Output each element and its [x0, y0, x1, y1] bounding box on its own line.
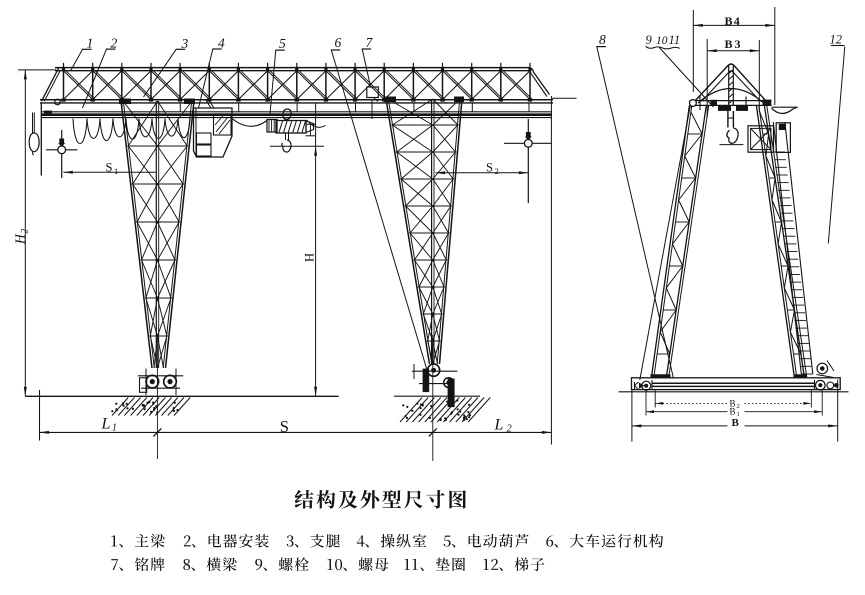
svg-text:B: B: [725, 37, 733, 51]
svg-text:1: 1: [87, 36, 94, 51]
svg-text:5: 5: [279, 36, 286, 51]
svg-text:B: B: [730, 407, 736, 417]
svg-text:10: 10: [656, 35, 668, 47]
svg-text:L: L: [101, 415, 111, 432]
svg-text:H: H: [13, 233, 28, 245]
svg-text:S: S: [280, 417, 289, 436]
svg-text:H: H: [303, 253, 317, 262]
svg-text:2: 2: [21, 229, 31, 234]
svg-text:8: 8: [599, 32, 606, 47]
svg-text:B: B: [732, 417, 740, 429]
svg-text:11: 11: [669, 33, 681, 47]
svg-text:1: 1: [112, 422, 117, 433]
svg-text:2: 2: [737, 403, 740, 410]
svg-text:B: B: [730, 398, 736, 408]
svg-text:S: S: [486, 161, 493, 175]
svg-text:3: 3: [735, 37, 741, 51]
svg-text:1: 1: [737, 411, 740, 418]
svg-text:4: 4: [218, 36, 225, 51]
svg-text:4: 4: [734, 14, 740, 28]
svg-text:9: 9: [646, 33, 653, 47]
svg-text:3: 3: [181, 36, 189, 51]
svg-text:6: 6: [335, 35, 342, 50]
svg-text:1: 1: [114, 166, 118, 176]
svg-text:7: 7: [366, 35, 374, 50]
svg-text:S: S: [106, 161, 113, 175]
svg-text:2: 2: [495, 166, 499, 176]
svg-text:2: 2: [507, 424, 513, 435]
svg-text:12: 12: [830, 33, 843, 47]
svg-text:2: 2: [111, 36, 118, 51]
svg-text:L: L: [494, 417, 504, 434]
svg-text:B: B: [725, 14, 733, 28]
